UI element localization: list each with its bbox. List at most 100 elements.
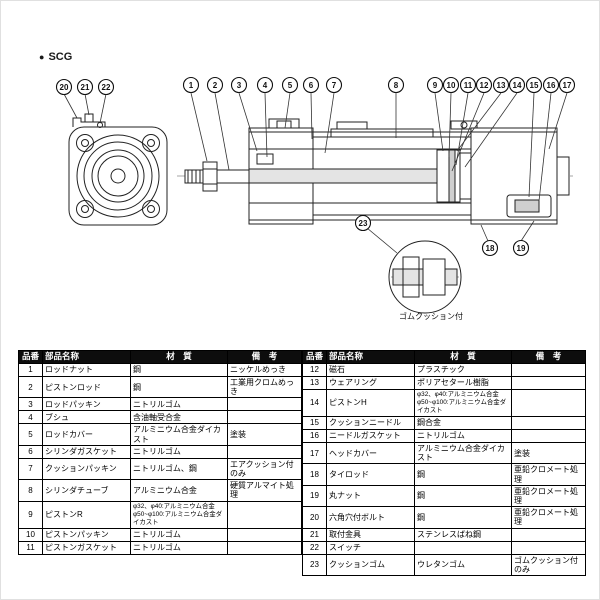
technical-drawing: ゴムクッション付 1 2 3 4 5 6 7 8 9 10 11 12 13 1… xyxy=(55,76,576,321)
part-name: ロッドパッキン xyxy=(42,397,131,412)
callout-7: 7 xyxy=(324,76,343,154)
cushion-rubber xyxy=(402,256,420,298)
table-header-row: 品番 部品名称 材 質 備 考 xyxy=(18,350,302,364)
part-material: ニトリルゴム xyxy=(130,527,228,542)
svg-text:11: 11 xyxy=(464,81,473,90)
part-no: 1 xyxy=(18,363,43,377)
svg-text:3: 3 xyxy=(237,81,242,90)
part-no: 14 xyxy=(302,389,327,417)
svg-text:20: 20 xyxy=(60,83,69,92)
part-remarks: 塗装 xyxy=(511,441,586,465)
col-header-remarks: 備 考 xyxy=(227,350,302,364)
part-material: 鋼 xyxy=(130,375,228,399)
svg-text:8: 8 xyxy=(394,81,399,90)
col-header-name: 部品名称 xyxy=(42,350,131,364)
part-name: ロッドカバー xyxy=(42,423,131,446)
part-name: ピストンR xyxy=(42,500,131,529)
callout-15: 15 xyxy=(525,76,543,198)
part-name: スイッチ xyxy=(326,540,415,555)
part-material: プラスチック xyxy=(414,363,512,377)
part-remarks xyxy=(511,429,586,443)
bullet-icon: ● xyxy=(39,51,45,62)
svg-text:5: 5 xyxy=(288,81,293,90)
part-remarks: ニッケルめっき xyxy=(227,363,302,377)
part-name: 六角穴付ボルト xyxy=(326,506,415,529)
part-material: 鋼 xyxy=(414,484,512,508)
cushion-valve xyxy=(506,194,552,218)
col-header-material: 材 質 xyxy=(130,350,228,364)
front-view xyxy=(68,113,168,226)
callout-9: 9 xyxy=(426,76,444,152)
side-section-view xyxy=(177,118,575,225)
part-material: ステンレスばね鋼 xyxy=(414,527,512,542)
part-no: 12 xyxy=(302,363,327,377)
callout-16: 16 xyxy=(538,76,560,202)
part-material: 含油軸受合金 xyxy=(130,410,228,425)
part-name: ブシュ xyxy=(42,410,131,425)
part-no: 2 xyxy=(18,375,43,399)
series-label-text: SCG xyxy=(48,51,73,63)
part-material: φ32、φ40:アルミニウム合金 φ50~φ100:アルミニウム合金ダイカスト xyxy=(130,500,228,529)
callout-22: 22 xyxy=(97,78,115,124)
callout-12: 12 xyxy=(451,76,493,172)
part-name: ヘッドカバー xyxy=(326,441,415,465)
part-material: φ32、φ40:アルミニウム合金 φ50~φ100:アルミニウム合金ダイカスト xyxy=(414,389,512,417)
part-material: アルミニウム合金ダイカスト xyxy=(414,441,512,465)
callout-11: 11 xyxy=(455,76,477,166)
svg-text:9: 9 xyxy=(433,81,438,90)
part-no: 11 xyxy=(18,540,43,555)
switch-bracket xyxy=(72,113,106,128)
part-material: ポリアセタール樹脂 xyxy=(414,376,512,390)
part-no: 6 xyxy=(18,444,43,459)
col-header-no: 品番 xyxy=(302,350,327,364)
part-no: 7 xyxy=(18,457,43,481)
part-no: 10 xyxy=(18,527,43,542)
svg-text:17: 17 xyxy=(563,81,572,90)
part-no: 15 xyxy=(302,416,327,430)
series-label: ● SCG xyxy=(39,51,72,63)
part-material: ニトリルゴム xyxy=(130,444,228,459)
callout-19: 19 xyxy=(512,220,535,257)
col-header-no: 品番 xyxy=(18,350,43,364)
part-name: 磁石 xyxy=(326,363,415,377)
part-name: シリンダガスケット xyxy=(42,444,131,459)
piston-assembly xyxy=(436,149,472,203)
callout-21: 21 xyxy=(76,78,94,116)
part-remarks xyxy=(511,389,586,417)
part-name: シリンダチューブ xyxy=(42,479,131,502)
svg-text:22: 22 xyxy=(102,83,111,92)
part-name: ピストンH xyxy=(326,389,415,417)
callout-14: 14 xyxy=(464,76,526,168)
col-header-material: 材 質 xyxy=(414,350,512,364)
part-no: 23 xyxy=(302,553,327,576)
part-remarks xyxy=(511,363,586,377)
callout-20: 20 xyxy=(55,78,78,119)
part-material: ニトリルゴム xyxy=(130,540,228,555)
detail-caption: ゴムクッション付 xyxy=(399,311,463,321)
part-remarks: エアクッション付のみ xyxy=(227,457,302,481)
svg-text:21: 21 xyxy=(81,83,90,92)
svg-text:2: 2 xyxy=(213,81,218,90)
part-name: タイロッド xyxy=(326,463,415,486)
svg-text:19: 19 xyxy=(517,244,526,253)
part-material: ニトリルゴム、鋼 xyxy=(130,457,228,481)
part-material: ニトリルゴム xyxy=(130,397,228,412)
callout-2: 2 xyxy=(206,76,230,171)
part-remarks xyxy=(227,540,302,555)
svg-text:4: 4 xyxy=(263,81,268,90)
part-material: 鋼 xyxy=(130,363,228,377)
part-remarks: 塗装 xyxy=(227,423,302,446)
